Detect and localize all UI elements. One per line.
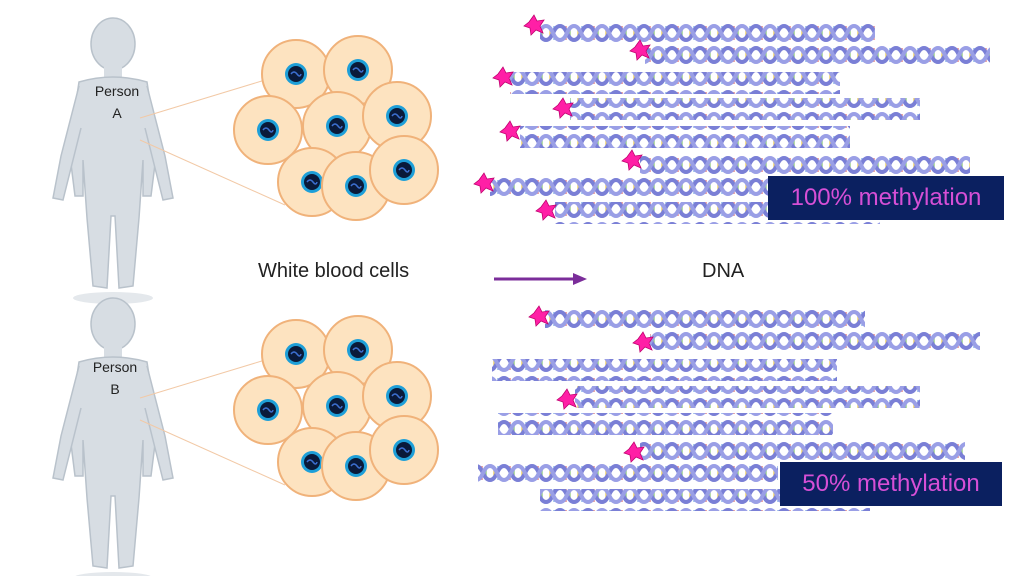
white-blood-cells-bottom [233, 315, 439, 501]
zoom-lines-bottom [139, 359, 286, 486]
dna-label: DNA [702, 260, 745, 282]
person-a-label: Person A [82, 80, 152, 124]
person-b-label-line2: B [110, 381, 120, 397]
methyl-marks-bottom [528, 305, 654, 463]
person-b-label-line1: Person [92, 359, 138, 375]
person-b-figure [52, 297, 174, 576]
person-b-label: Person B [80, 356, 150, 400]
methylation-badge-bottom: 50% methylation [780, 462, 1002, 506]
person-a-figure [52, 17, 174, 305]
person-a-label-line2: A [112, 105, 122, 121]
zoom-lines-top [139, 79, 286, 206]
white-blood-cells-label: White blood cells [258, 260, 410, 282]
methylation-badge-top: 100% methylation [768, 176, 1004, 220]
person-a-label-line1: Person [94, 83, 140, 99]
white-blood-cells-top [233, 35, 439, 221]
arrow [494, 273, 587, 285]
